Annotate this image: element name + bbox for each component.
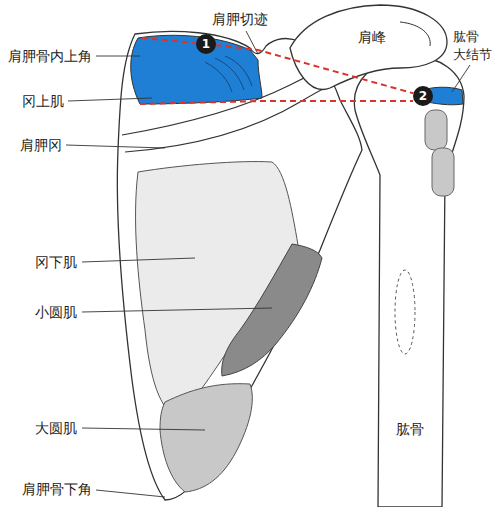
muscle-striation [205, 56, 252, 92]
dashed-outline [142, 38, 196, 43]
teres-minor-area [222, 244, 322, 376]
humerus-attachment [425, 110, 447, 150]
part-label: 小圆肌 [35, 303, 77, 321]
callout-number: 2 [413, 86, 433, 106]
dashed-connector [216, 45, 413, 93]
part-label: 肩峰 [358, 28, 386, 46]
part-label: 大圆肌 [35, 419, 77, 437]
part-label: 冈下肌 [35, 253, 77, 271]
part-label: 肩胛骨下角 [22, 480, 92, 498]
humerus-outline [354, 56, 464, 507]
leader-lines [66, 31, 470, 497]
dashed-oval [395, 270, 415, 354]
teres-major-area [160, 384, 252, 492]
callout-number: 1 [196, 34, 216, 54]
part-label: 肱骨 大结节 [453, 28, 495, 64]
callout-text: 2 [419, 90, 427, 102]
acromion-detail [400, 22, 430, 46]
humerus-attachment [432, 148, 454, 196]
part-label: 肱骨 [396, 420, 424, 438]
part-label: 冈上肌 [22, 92, 64, 110]
part-label: 肩胛冈 [20, 136, 62, 154]
dashed-outline [140, 101, 413, 104]
part-label: 肩胛切迹 [212, 10, 268, 28]
callout-text: 1 [202, 38, 210, 50]
acromion-outline [290, 5, 447, 89]
part-label: 肩胛骨内上角 [8, 47, 92, 65]
